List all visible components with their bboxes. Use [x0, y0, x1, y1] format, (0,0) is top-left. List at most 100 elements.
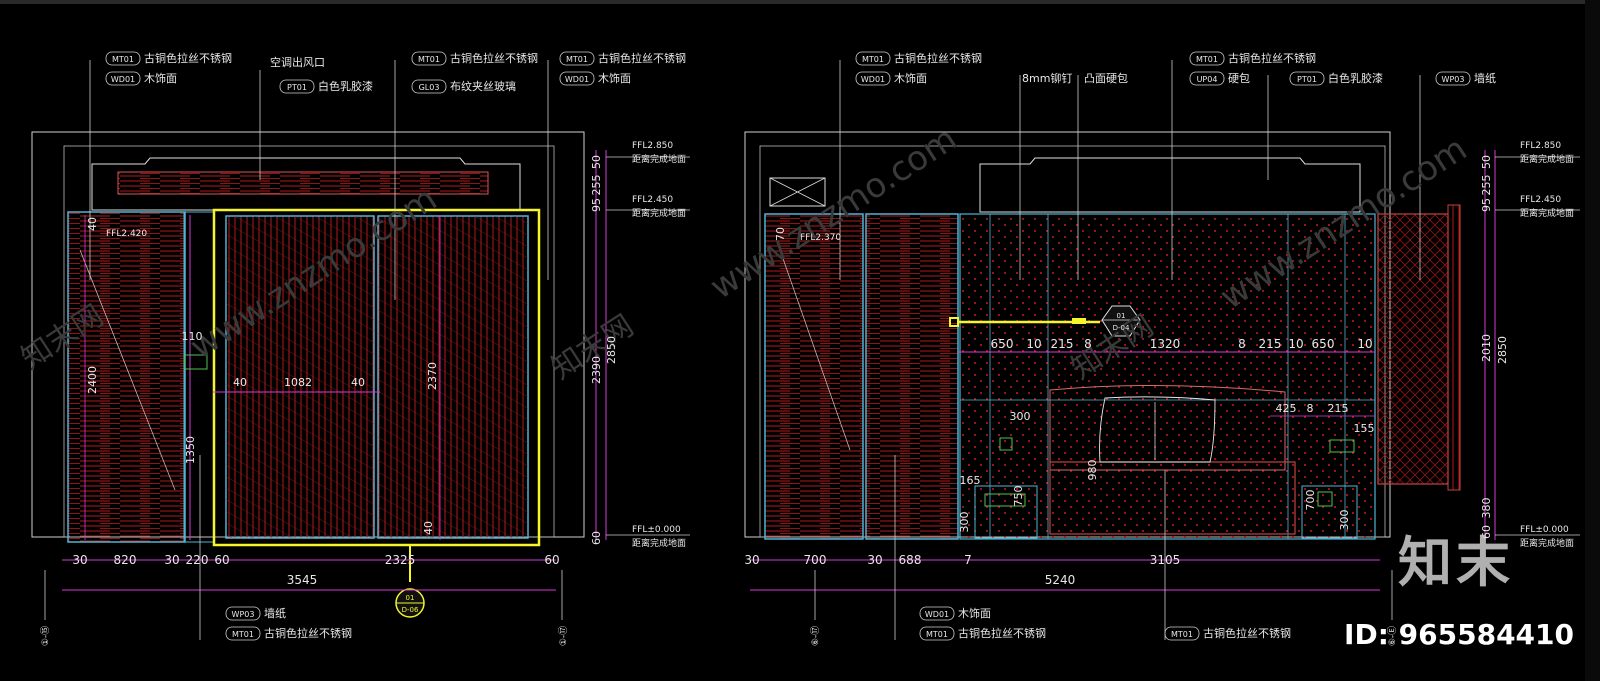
right-elevation	[744, 60, 1580, 640]
left-tag-1-text: 木饰面	[144, 71, 177, 85]
tag-bubble	[559, 71, 595, 86]
tag-bubble	[225, 626, 261, 641]
right-dim-small: 980	[1086, 460, 1099, 481]
right-grid-b: ⑥-Ⓔ	[1387, 626, 1398, 646]
right-dim-bottom: 7	[964, 553, 972, 567]
right-dim-small: 700	[1304, 490, 1317, 511]
tag-bubble	[919, 606, 955, 621]
right-dim-mid: 650	[1312, 337, 1335, 351]
left-tag-3-code: PT01	[287, 83, 307, 92]
right-dim-inner: 70	[774, 227, 787, 241]
left-dim-total: 3545	[287, 573, 318, 587]
right-tag-1-text: 木饰面	[894, 71, 927, 85]
left-dim-bottom: 60	[544, 553, 559, 567]
right-dim-total: 5240	[1045, 573, 1076, 587]
left-tag-5-text: 布纹夹丝玻璃	[450, 79, 516, 93]
right-dim-small: 300	[1338, 510, 1351, 531]
right-dim-small: 300	[1010, 410, 1031, 423]
right-dim-mid: 8	[1084, 337, 1092, 351]
left-dim-inner: 40	[86, 217, 99, 231]
left-level-code: FFL2.850	[632, 141, 673, 151]
tag-bubble	[279, 79, 315, 94]
tag-bubble	[105, 71, 141, 86]
tag-bubble	[105, 51, 141, 66]
left-bottom-tag-1-code: MT01	[232, 630, 254, 639]
left-dim-inner: 40	[233, 376, 247, 389]
left-dim-vertical: 2850	[605, 336, 618, 364]
left-level-text: 距离完成地面	[632, 153, 686, 165]
right-dim-small: 300	[958, 512, 971, 533]
right-dim-mid: 650	[991, 337, 1014, 351]
right-dim-mid: 8	[1238, 337, 1246, 351]
tag-bubble	[411, 51, 447, 66]
right-bottom-tag-2-code: MT01	[1171, 630, 1193, 639]
right-dim-bottom: 30	[744, 553, 759, 567]
right-level-text: 距离完成地面	[1520, 207, 1574, 219]
right-level-code: FFL±0.000	[1520, 525, 1569, 535]
right-dim-mid: 215	[1051, 337, 1074, 351]
right-tag-0-text: 古铜色拉丝不锈钢	[894, 51, 982, 65]
left-bottom-tag-0-code: WP03	[232, 610, 255, 619]
right-level-text: 距离完成地面	[1520, 537, 1574, 549]
right-dim-mid: 215	[1259, 337, 1282, 351]
right-dim-vertical: 2010	[1480, 334, 1493, 362]
right-dim-bottom: 700	[804, 553, 827, 567]
right-callout-bottom: D-04	[1113, 324, 1130, 332]
left-tag-4-code: MT01	[418, 55, 440, 64]
right-tag-3-text: 凸面硬包	[1084, 72, 1128, 85]
left-tag-3-text: 白色乳胶漆	[318, 79, 373, 93]
tag-bubble	[1435, 71, 1471, 86]
right-dim-vertical: 380	[1480, 498, 1493, 519]
left-bottom-tag-1-text: 古铜色拉丝不锈钢	[264, 626, 352, 640]
right-dim-small: 750	[1012, 486, 1025, 507]
right-dim-vertical: 255	[1480, 175, 1493, 196]
left-dim-bottom: 30	[72, 553, 87, 567]
left-dim-bottom: 2325	[385, 553, 416, 567]
right-dim-vertical: 2850	[1496, 336, 1509, 364]
left-tag-1-code: WD01	[111, 75, 135, 84]
left-dim-bottom: 820	[114, 553, 137, 567]
right-tag-7-text: 墙纸	[1474, 71, 1496, 85]
right-tag-4-code: MT01	[1196, 55, 1218, 64]
right-dim-bottom: 688	[899, 553, 922, 567]
left-grid-b: ①-⑰	[558, 626, 569, 646]
right-bottom-tag-1-text: 古铜色拉丝不锈钢	[958, 626, 1046, 640]
left-dim-vertical: 60	[590, 531, 603, 545]
right-dim-small: 165	[960, 474, 981, 487]
left-callout-top: 01	[406, 594, 415, 602]
right-dim-small: 155	[1354, 422, 1375, 435]
left-dim-inner: 1082	[284, 376, 312, 389]
right-dim-vertical: 95	[1480, 198, 1493, 212]
left-dim-inner: 2370	[426, 362, 439, 390]
right-grid-a: ⑥-⑰	[810, 626, 821, 646]
left-tag-0-text: 古铜色拉丝不锈钢	[144, 51, 232, 65]
right-tag-6-text: 白色乳胶漆	[1328, 71, 1383, 85]
annotation-labels: MT01 古铜色拉丝不锈钢 WD01 木饰面 空调出风口 PT01 白色乳胶漆 MT01 古铜色…	[40, 51, 1574, 646]
right-bottom-tag-0-code: WD01	[925, 610, 949, 619]
right-bottom-tag-0-text: 木饰面	[958, 606, 991, 620]
window-top-edge	[0, 0, 1600, 4]
left-tag-7-code: WD01	[565, 75, 589, 84]
left-grid-a: ①-⑮	[40, 626, 51, 646]
tag-bubble	[1164, 626, 1200, 641]
left-tag-2-text: 空调出风口	[270, 55, 325, 69]
right-level-code: FFL2.850	[1520, 141, 1561, 151]
tag-bubble	[919, 626, 955, 641]
tag-bubble	[1189, 51, 1225, 66]
left-dim-inner: 40	[422, 521, 435, 535]
right-dim-vertical: 50	[1480, 155, 1493, 169]
tag-bubble	[1189, 71, 1225, 86]
left-dim-vertical: 2390	[590, 356, 603, 384]
left-tag-6-code: MT01	[566, 55, 588, 64]
right-dim-vertical: 60	[1480, 525, 1493, 539]
right-tag-4-text: 古铜色拉丝不锈钢	[1228, 51, 1316, 65]
left-tag-5-code: GL03	[419, 83, 440, 92]
right-tag-1-code: WD01	[861, 75, 885, 84]
right-dim-small: 215	[1328, 402, 1349, 415]
tag-bubble	[559, 51, 595, 66]
tag-bubble	[855, 71, 891, 86]
left-ffl-inner: FFL2.420	[106, 229, 147, 239]
right-dim-mid: 10	[1288, 337, 1303, 351]
